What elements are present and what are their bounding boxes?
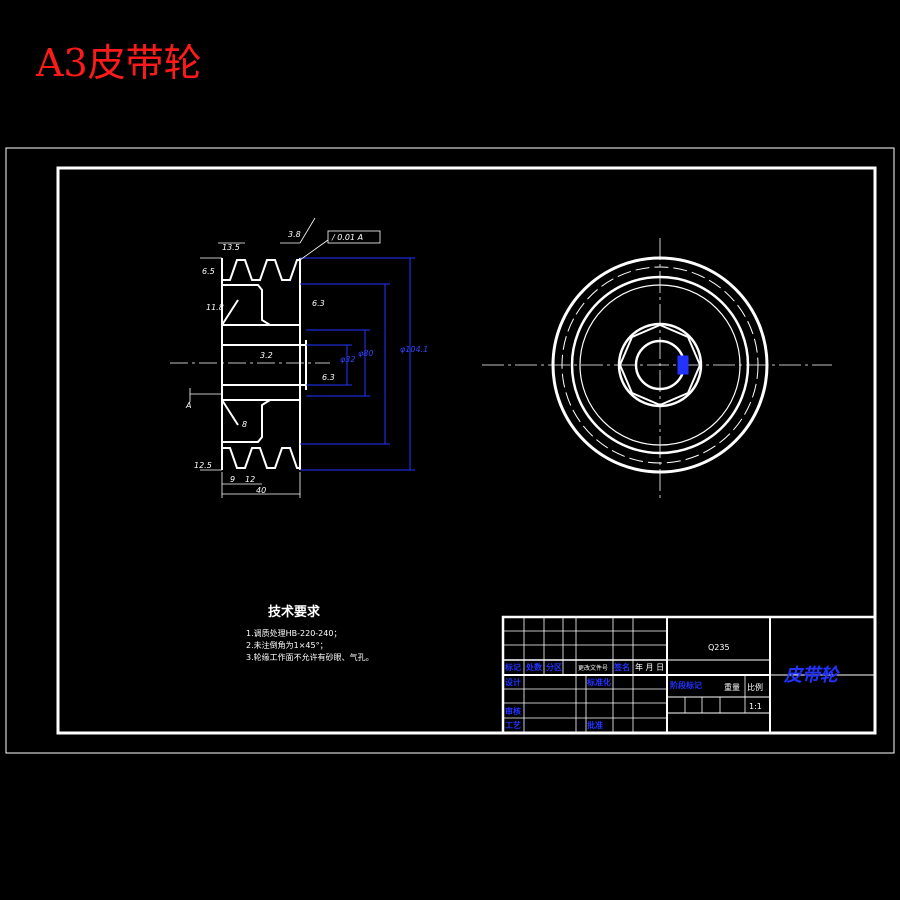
hub-chamfer	[618, 323, 702, 407]
requirement-item-3: 3.轮缘工作面不允许有砂眼、气孔。	[246, 652, 374, 662]
keyway	[677, 355, 689, 375]
requirement-item-1: 1.调质处理HB-220-240；	[246, 628, 341, 638]
dim-phi104: φ104.1	[400, 345, 428, 354]
label-count: 处数	[525, 662, 543, 672]
dim-12: 12	[245, 475, 255, 484]
dim-6-3-lower: 6.3	[322, 373, 335, 382]
tolerance-frame	[327, 230, 381, 244]
dim-3-8: 3.8	[288, 230, 301, 239]
lower-rim-grooves	[221, 408, 301, 470]
dim-8: 8	[242, 420, 247, 429]
groove-circle	[561, 266, 759, 464]
label-mark: 标记	[504, 662, 521, 672]
dim-40: 40	[256, 486, 266, 495]
datum-label: A	[185, 401, 191, 410]
rim-inner-circle	[570, 275, 750, 455]
dim-phi80: φ80	[358, 349, 373, 358]
dim-phi32: φ32	[340, 355, 355, 364]
outer-circle	[551, 256, 769, 474]
title-block	[501, 615, 877, 735]
label-signature: 签名	[613, 662, 630, 672]
label-date: 年 月 日	[635, 662, 664, 672]
label-stage-mark: 阶段标记	[670, 680, 702, 690]
front-dimension-lines	[300, 257, 415, 471]
label-approve: 批准	[587, 720, 603, 730]
title-block-part-name: 皮带轮	[783, 665, 841, 686]
dim-3-2: 3.2	[260, 351, 273, 360]
upper-rim-grooves	[221, 258, 301, 320]
side-view	[482, 238, 832, 500]
label-design: 设计	[505, 677, 521, 687]
label-review: 审核	[505, 706, 521, 716]
label-standardize: 标准化	[586, 677, 611, 687]
requirements-title: 技术要求	[268, 604, 321, 620]
front-section-view	[170, 258, 330, 470]
dim-9: 9	[230, 475, 235, 484]
label-ratio: 比例	[747, 682, 763, 692]
front-extension-lines	[189, 217, 329, 498]
outer-border	[5, 147, 895, 754]
dim-6-3-upper: 6.3	[312, 299, 325, 308]
dim-6-5: 6.5	[202, 267, 215, 276]
label-process: 工艺	[505, 720, 521, 730]
dim-11-8: 11.8	[206, 303, 224, 312]
inner-frame	[56, 166, 877, 735]
label-change-doc: 更改文件号	[578, 664, 608, 672]
requirement-item-2: 2.未注倒角为1×45°；	[246, 640, 328, 650]
title-block-material: Q235	[708, 643, 730, 652]
title-block-scale: 1:1	[749, 702, 762, 711]
label-weight: 重量	[724, 682, 740, 692]
label-zone: 分区	[546, 662, 562, 672]
lower-web	[222, 399, 300, 443]
sheet-title: A3皮带轮	[35, 41, 202, 85]
dim-12-5: 12.5	[194, 461, 212, 470]
tolerance-frame-text: / 0.01 A	[331, 233, 363, 242]
hub-section	[221, 324, 301, 401]
dim-13-5: 13.5	[222, 243, 240, 252]
web-circle	[579, 284, 741, 446]
